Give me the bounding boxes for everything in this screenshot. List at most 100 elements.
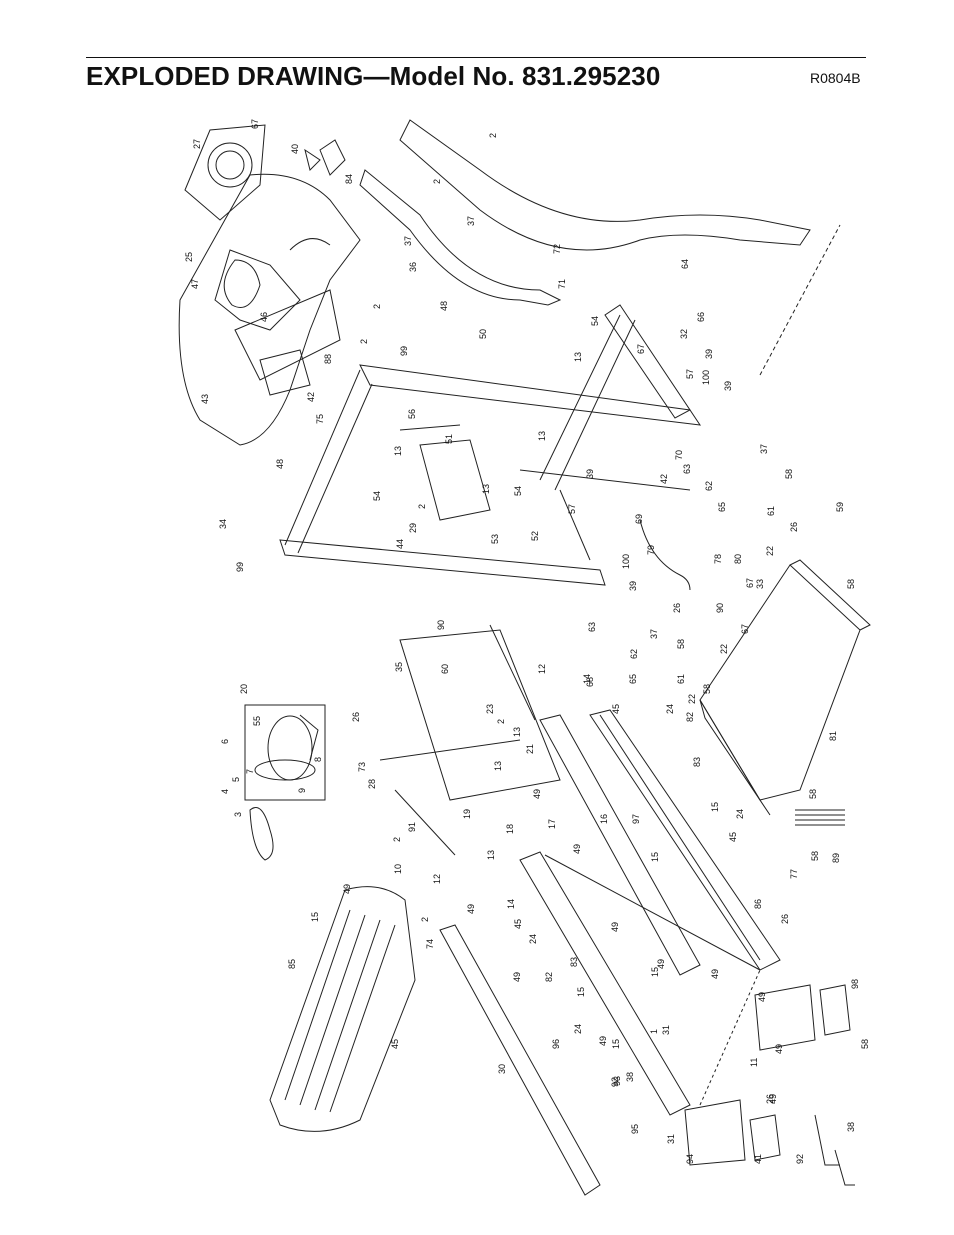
part-number-label: 63 xyxy=(587,621,597,632)
part-number-label: 15 xyxy=(710,801,720,812)
part-number-label: 67 xyxy=(740,623,750,634)
part-number-label: 52 xyxy=(530,530,540,541)
part-number-label: 13 xyxy=(393,445,403,456)
part-number-label: 37 xyxy=(759,443,769,454)
page-title: EXPLODED DRAWING—Model No. 831.295230 xyxy=(86,61,661,91)
part-number-label: 33 xyxy=(755,578,765,589)
part-number-label: 42 xyxy=(306,391,316,402)
part-number-label: 49 xyxy=(532,788,542,799)
part-number-label: 43 xyxy=(200,393,210,404)
base-frame xyxy=(379,624,561,856)
part-number-label: 58 xyxy=(676,638,686,649)
part-number-label: 54 xyxy=(513,485,523,496)
part-number-label: 94 xyxy=(685,1153,695,1164)
upright-insert xyxy=(399,424,491,521)
part-number-label: 64 xyxy=(680,258,690,269)
part-number-label: 58 xyxy=(784,468,794,479)
part-number-label: 19 xyxy=(462,808,472,819)
part-number-label: 39 xyxy=(585,468,595,479)
part-number-label: 49 xyxy=(610,921,620,932)
part-number-label: 31 xyxy=(666,1133,676,1144)
part-number-label: 42 xyxy=(659,473,669,484)
part-number-label: 46 xyxy=(259,311,269,322)
part-number-label: 81 xyxy=(828,730,838,741)
part-number-label: 58 xyxy=(810,850,820,861)
part-number-label: 56 xyxy=(407,408,417,419)
part-number-label: 73 xyxy=(357,761,367,772)
part-number-label: 26 xyxy=(672,602,682,613)
part-number-label: 61 xyxy=(676,673,686,684)
part-number-label: 62 xyxy=(629,648,639,659)
part-number-label: 26 xyxy=(351,711,361,722)
part-number-label: 12 xyxy=(432,873,442,884)
part-number-label: 24 xyxy=(573,1023,583,1034)
part-number-label: 13 xyxy=(481,483,491,494)
part-number-label: 45 xyxy=(611,703,621,714)
part-number-label: 32 xyxy=(679,328,689,339)
part-number-label: 13 xyxy=(493,760,503,771)
part-number-label: 13 xyxy=(537,430,547,441)
motor-inset xyxy=(244,704,326,801)
part-number-label: 89 xyxy=(831,852,841,863)
part-number-label: 82 xyxy=(544,971,554,982)
part-number-label: 15 xyxy=(310,911,320,922)
part-number-label: 40 xyxy=(290,143,300,154)
part-number-label: 72 xyxy=(552,243,562,254)
part-number-label: 6 xyxy=(220,738,230,744)
motor-hood xyxy=(269,886,416,1132)
ground-wires xyxy=(795,809,845,826)
part-number-label: 37 xyxy=(403,235,413,246)
part-number-label: 66 xyxy=(696,311,706,322)
header-rule xyxy=(86,57,866,58)
part-number-label: 50 xyxy=(478,328,488,339)
part-number-label: 28 xyxy=(367,778,377,789)
part-number-label: 78 xyxy=(713,553,723,564)
part-number-label: 86 xyxy=(753,898,763,909)
part-number-label: 79 xyxy=(646,544,656,555)
part-number-label: 65 xyxy=(717,501,727,512)
part-number-label: 49 xyxy=(466,903,476,914)
part-number-label: 22 xyxy=(765,545,775,556)
part-number-label: 49 xyxy=(768,1093,778,1104)
part-number-label: 16 xyxy=(599,813,609,824)
part-number-label: 48 xyxy=(439,300,449,311)
part-number-label: 44 xyxy=(395,538,405,549)
part-number-label: 3 xyxy=(233,811,243,817)
part-number-label: 13 xyxy=(486,849,496,860)
part-number-label: 30 xyxy=(497,1063,507,1074)
part-number-label: 2 xyxy=(432,178,442,184)
upper-grill xyxy=(184,124,266,221)
part-number-label: 17 xyxy=(547,818,557,829)
document-code: R0804B xyxy=(810,70,861,86)
part-number-label: 23 xyxy=(485,703,495,714)
motor-controller xyxy=(699,559,871,816)
part-number-label: 67 xyxy=(636,343,646,354)
frame-rails xyxy=(439,709,781,1196)
part-number-label: 45 xyxy=(513,918,523,929)
part-number-label: 58 xyxy=(808,788,818,799)
part-number-label: 51 xyxy=(444,433,454,444)
part-number-label: 90 xyxy=(436,619,446,630)
part-number-label: 88 xyxy=(323,353,333,364)
part-number-label: 62 xyxy=(704,480,714,491)
part-number-label: 10 xyxy=(393,863,403,874)
part-number-label: 58 xyxy=(860,1038,870,1049)
part-number-label: 83 xyxy=(569,956,579,967)
part-number-label: 2 xyxy=(372,303,382,309)
part-number-label: 60 xyxy=(440,663,450,674)
part-number-label: 84 xyxy=(344,173,354,184)
part-number-label: 53 xyxy=(490,533,500,544)
part-number-label: 92 xyxy=(795,1153,805,1164)
part-number-label: 35 xyxy=(394,661,404,672)
part-number-label: 24 xyxy=(528,933,538,944)
part-number-label: 49 xyxy=(572,843,582,854)
part-number-label: 57 xyxy=(685,368,695,379)
part-number-label: 49 xyxy=(656,958,666,969)
part-number-label: 95 xyxy=(630,1123,640,1134)
part-number-label: 15 xyxy=(650,851,660,862)
console-assembly xyxy=(178,173,361,446)
part-number-label: 27 xyxy=(192,138,202,149)
motor xyxy=(254,714,319,781)
part-number-label: 68 xyxy=(585,676,595,687)
part-number-label: 39 xyxy=(723,380,733,391)
